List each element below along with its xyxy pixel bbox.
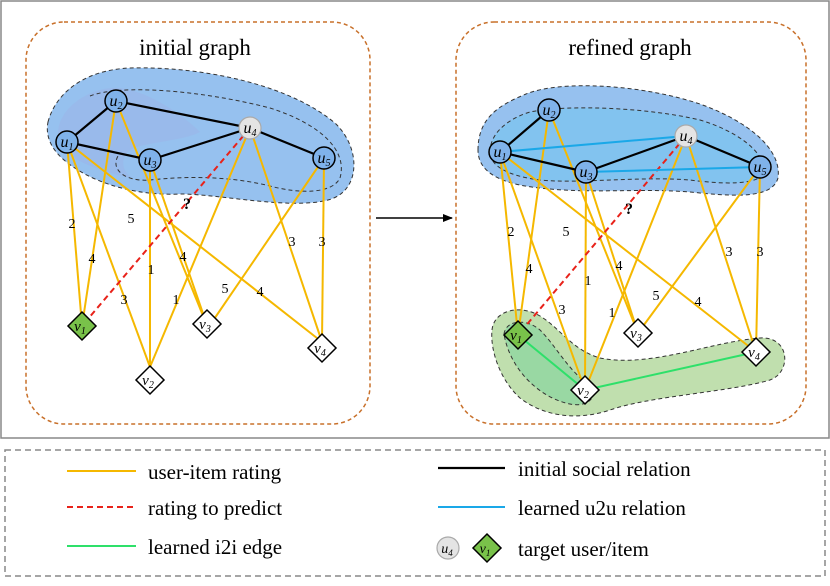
user-node-u5: u5 [312, 146, 336, 170]
svg-text:u5: u5 [318, 150, 331, 169]
user-nodes-initial: u1 u2 u3 u4 u5 [55, 89, 336, 172]
rating-label: 2 [508, 225, 515, 240]
predict-mark-refined: ? [625, 201, 633, 218]
legend-frame [4, 449, 826, 577]
svg-text:v1: v1 [510, 328, 522, 346]
rating-label: 4 [180, 250, 187, 265]
legend-entry-predict: rating to predict [67, 496, 282, 520]
rating-labels-initial: 2 4 5 3 1 4 1 5 4 3 3 [69, 212, 326, 308]
rating-label: 4 [89, 252, 96, 267]
rating-edges-initial [66, 100, 325, 368]
item-nodes-initial: v1 v2 v3 v4 [66, 308, 338, 396]
user-node-u3: u3 [138, 148, 162, 172]
user-node-u1: u1 [55, 130, 79, 154]
svg-text:u5: u5 [754, 159, 767, 178]
i2i-edges-refined [517, 334, 757, 391]
item-node-v1-target: v1 [502, 319, 534, 351]
rating-label: 3 [726, 245, 733, 260]
initial-panel [25, 21, 371, 425]
user-node-u3: u3 [574, 160, 598, 184]
rating-label: 5 [653, 289, 660, 304]
legend-entry-social: initial social relation [438, 457, 691, 481]
svg-text:u4: u4 [244, 120, 257, 139]
initial-graph: 2 4 5 3 1 4 1 5 4 3 3 ? u1 u2 u3 [46, 67, 355, 396]
item-nodes-refined: v1 v2 v3 v4 [502, 317, 772, 406]
initial-graph-title: initial graph [139, 35, 251, 60]
rating-label: 3 [121, 293, 128, 308]
item-node-v3: v3 [191, 308, 223, 340]
svg-text:learned i2i edge: learned i2i edge [148, 535, 282, 559]
svg-text:initial social relation: initial social relation [518, 457, 691, 481]
svg-text:u2: u2 [110, 93, 123, 112]
rating-label: 1 [173, 293, 180, 308]
rating-label: 4 [257, 285, 264, 300]
svg-text:u2: u2 [543, 102, 556, 121]
svg-text:v2: v2 [577, 383, 589, 401]
item-node-v4: v4 [306, 332, 338, 364]
predict-edge-initial [81, 127, 251, 327]
top-frame [0, 0, 830, 439]
user-node-u2: u2 [537, 98, 561, 122]
legend: user-item rating rating to predict learn… [67, 457, 691, 564]
rating-label: 3 [559, 303, 566, 318]
rating-label: 4 [526, 262, 533, 277]
svg-text:u3: u3 [580, 164, 593, 183]
svg-text:u1: u1 [61, 134, 74, 153]
rating-label: 3 [289, 235, 296, 250]
rating-edges-refined [499, 109, 761, 391]
user-node-u5: u5 [748, 155, 772, 179]
item-node-v1-target: v1 [66, 310, 98, 342]
svg-text:u4: u4 [441, 542, 453, 558]
user-node-u2: u2 [104, 89, 128, 113]
svg-text:target user/item: target user/item [518, 537, 649, 561]
rating-label: 2 [69, 217, 76, 232]
user-node-u4-target: u4 [238, 116, 262, 140]
legend-target-item: v1 [471, 532, 503, 564]
u2u-edges-refined [499, 135, 761, 173]
svg-text:rating to predict: rating to predict [148, 496, 282, 520]
user-nodes-refined: u1 u2 u3 u4 u5 [488, 98, 772, 184]
svg-text:v4: v4 [314, 341, 326, 359]
legend-entry-u2u: learned u2u relation [438, 496, 686, 520]
legend-entry-target: u4 v1 target user/item [436, 532, 649, 564]
rating-label: 1 [585, 274, 592, 289]
rating-label: 1 [609, 306, 616, 321]
svg-text:v1: v1 [480, 542, 491, 558]
item-node-v2: v2 [134, 364, 166, 396]
predict-mark-initial: ? [183, 196, 191, 213]
rating-label: 5 [222, 282, 229, 297]
legend-target-user: u4 [436, 536, 460, 560]
item-node-v2: v2 [569, 374, 601, 406]
refined-graph: 2 4 5 3 1 4 1 5 4 3 3 ? u1 u2 u3 [477, 85, 786, 417]
svg-text:u4: u4 [680, 128, 693, 147]
svg-text:v3: v3 [630, 326, 642, 344]
svg-text:v3: v3 [199, 317, 211, 335]
rating-label: 4 [616, 259, 623, 274]
rating-label: 1 [148, 263, 155, 278]
svg-text:learned u2u relation: learned u2u relation [518, 496, 686, 520]
rating-label: 3 [319, 235, 326, 250]
rating-labels-refined: 2 4 5 3 1 4 1 5 4 3 3 [508, 225, 764, 321]
svg-text:v4: v4 [748, 345, 760, 363]
svg-text:v2: v2 [142, 373, 154, 391]
rating-label: 4 [695, 295, 702, 310]
rating-label: 3 [757, 245, 764, 260]
user-node-u1: u1 [488, 140, 512, 164]
refined-panel [455, 21, 807, 425]
user-node-u4-target: u4 [674, 124, 698, 148]
svg-text:u1: u1 [494, 144, 507, 163]
legend-entry-i2i: learned i2i edge [67, 535, 282, 559]
svg-text:v1: v1 [74, 319, 86, 337]
legend-entry-rating: user-item rating [67, 460, 282, 484]
refined-graph-title: refined graph [568, 35, 692, 60]
svg-text:u3: u3 [144, 152, 157, 171]
item-node-v3: v3 [622, 317, 654, 349]
svg-text:user-item rating: user-item rating [148, 460, 282, 484]
rating-label: 5 [563, 225, 570, 240]
rating-label: 5 [128, 212, 135, 227]
item-node-v4: v4 [740, 336, 772, 368]
